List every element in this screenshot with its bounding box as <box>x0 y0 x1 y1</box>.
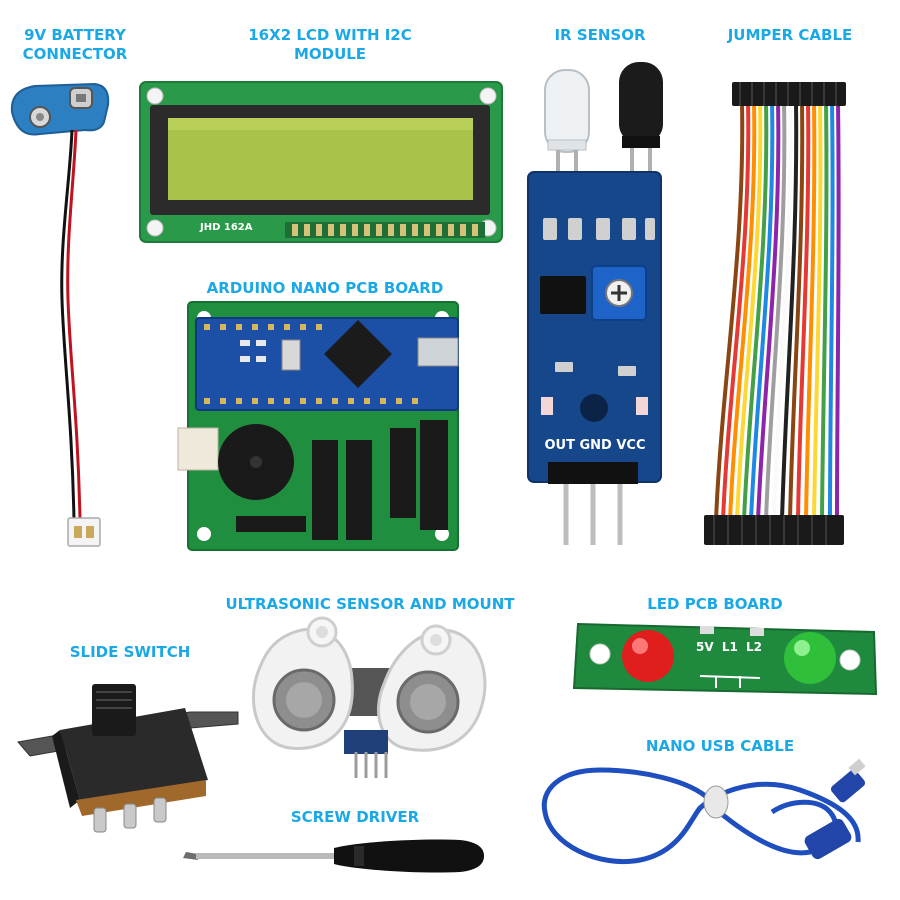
battery-connector-label: 9V BATTERY CONNECTOR <box>22 26 128 63</box>
ir-sensor-label: IR SENSOR <box>554 26 646 44</box>
nano-board-label: ARDUINO NANO PCB BOARD <box>206 279 444 297</box>
lcd-board-text: JHD 162A <box>200 222 253 233</box>
ir-pin-labels: OUT GND VCC <box>544 438 646 453</box>
ultrasonic-label: ULTRASONIC SENSOR AND MOUNT <box>225 595 515 613</box>
lcd-label: 16X2 LCD WITH I2C MODULE <box>248 26 412 63</box>
slide-switch-label: SLIDE SWITCH <box>69 643 191 661</box>
usb-cable-label: NANO USB CABLE <box>645 737 795 755</box>
led-board-text: 5V L1 L2 <box>696 640 762 654</box>
jumper-cable-label: JUMPER CABLE <box>727 26 853 44</box>
screw-driver-label: SCREW DRIVER <box>290 808 420 826</box>
led-board-label: LED PCB BOARD <box>647 595 783 613</box>
